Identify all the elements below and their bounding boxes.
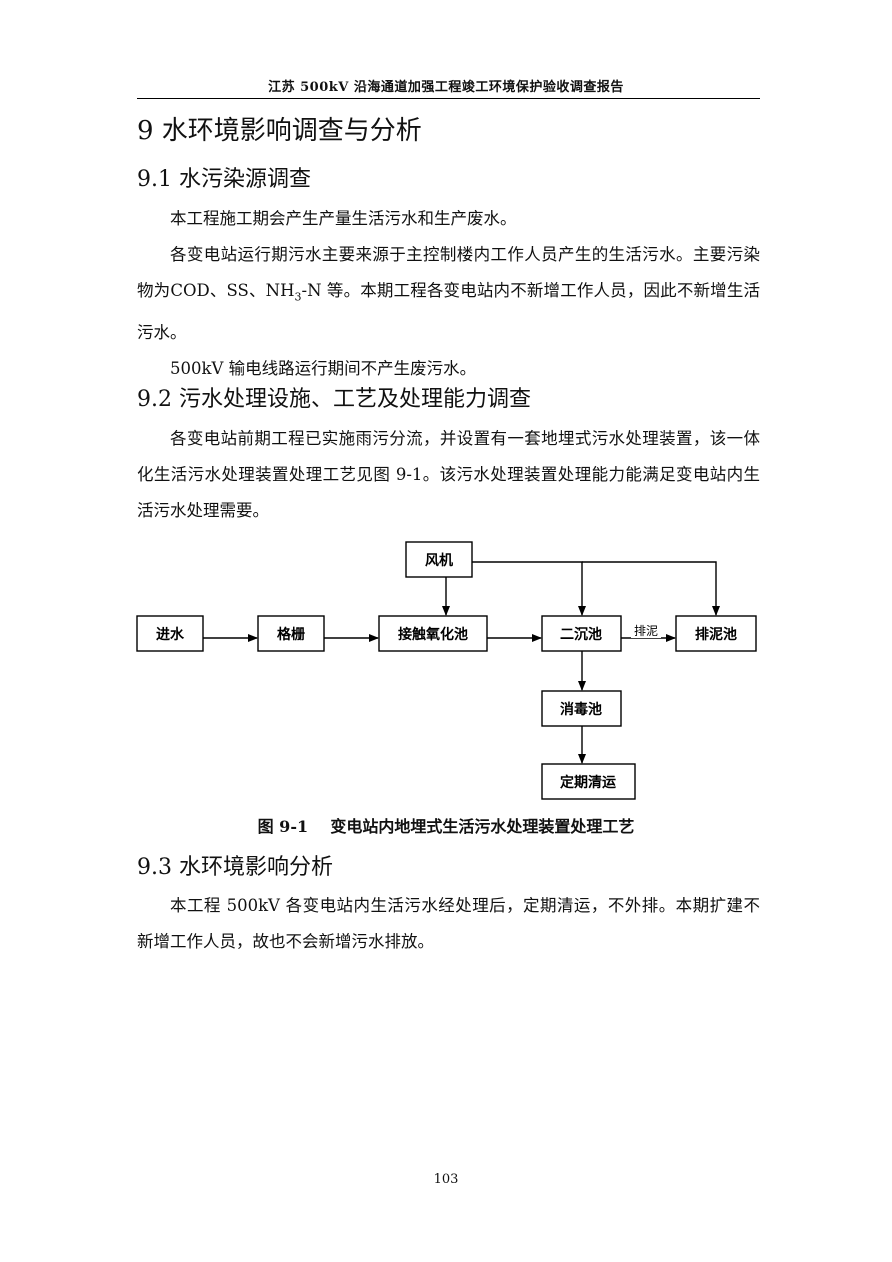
- edge-label-backdrop: [631, 622, 661, 638]
- paragraph: 本工程施工期会产生产量生活污水和生产废水。: [170, 209, 517, 228]
- paragraph: 各变电站运行期污水主要来源于主控制楼内工作人员产生的生活污水。主要污染物为COD…: [137, 237, 760, 351]
- paragraph-text: 各变电站运行期污水主要来源于主控制楼内工作人员产生的生活污水。主要污染物为COD…: [137, 245, 760, 300]
- arrow-fan-to-secondary: [472, 561, 586, 616]
- node-label-inflow: 进水: [156, 626, 185, 643]
- disinfection-box: [541, 690, 622, 727]
- section-9-3-body: 本工程 500kV 各变电站内生活污水经处理后，定期清运，不外排。本期扩建不新增…: [137, 888, 760, 960]
- paragraph: 本工程 500kV 各变电站内生活污水经处理后，定期清运，不外排。本期扩建不新增…: [137, 896, 760, 951]
- node-label-transport: 定期清运: [560, 774, 616, 791]
- node-label-disinfect: 消毒池: [560, 701, 602, 718]
- paragraph: 500kV 输电线路运行期间不产生废污水。: [170, 359, 477, 379]
- node-label-secondary: 二沉池: [560, 626, 602, 643]
- section-9-2-body: 各变电站前期工程已实施雨污分流，并设置有一套地埋式污水处理装置，该一体化生活污水…: [137, 421, 760, 529]
- node-label-contact: 接触氧化池: [398, 626, 468, 643]
- figure-caption: 图 9-1 变电站内地埋式生活污水处理装置处理工艺: [257, 817, 635, 836]
- node-label-fan: 风机: [425, 552, 453, 569]
- section-9-1-body: 本工程施工期会产生产量生活污水和生产废水。 各变电站运行期污水主要来源于主控制楼…: [137, 201, 760, 387]
- fan-box: [405, 541, 473, 578]
- arrow-fan-to-sludge: [582, 561, 720, 616]
- chapter-title: 9 水环境影响调查与分析: [137, 116, 422, 146]
- edge-label-sludge-discharge: 排泥: [634, 624, 658, 638]
- page-number: 103: [433, 1172, 459, 1187]
- node-label-grille: 格栅: [277, 626, 305, 643]
- grille-box: [257, 615, 325, 652]
- running-header: 江苏 500kV 沿海通道加强工程竣工环境保护验收调查报告: [268, 80, 624, 95]
- node-label-sludge: 排泥池: [695, 626, 737, 643]
- paragraph: 各变电站前期工程已实施雨污分流，并设置有一套地埋式污水处理装置，该一体化生活污水…: [137, 429, 760, 520]
- diagram-labels: 风机 进水 格栅 接触氧化池 二沉池 排泥池 消毒池 定期清运: [156, 552, 737, 791]
- subscript: 3: [294, 290, 302, 304]
- inflow-box: [136, 615, 204, 652]
- regular-transport-box: [541, 763, 636, 800]
- secondary-clarifier-box: [541, 615, 622, 652]
- diagram-boxes: [136, 541, 757, 800]
- sludge-tank-box: [675, 615, 757, 652]
- diagram-connectors: [203, 561, 720, 764]
- section-title-9-2: 9.2 污水处理设施、工艺及处理能力调查: [137, 387, 531, 412]
- section-title-9-1: 9.1 水污染源调查: [137, 167, 311, 192]
- paragraph-text: -N 等。本期工程各变电站内不新增工作人员，因此不新增生活污水。: [137, 281, 760, 343]
- header-rule: [137, 98, 760, 99]
- contact-oxidation-box: [378, 615, 488, 652]
- section-title-9-3: 9.3 水环境影响分析: [137, 855, 333, 880]
